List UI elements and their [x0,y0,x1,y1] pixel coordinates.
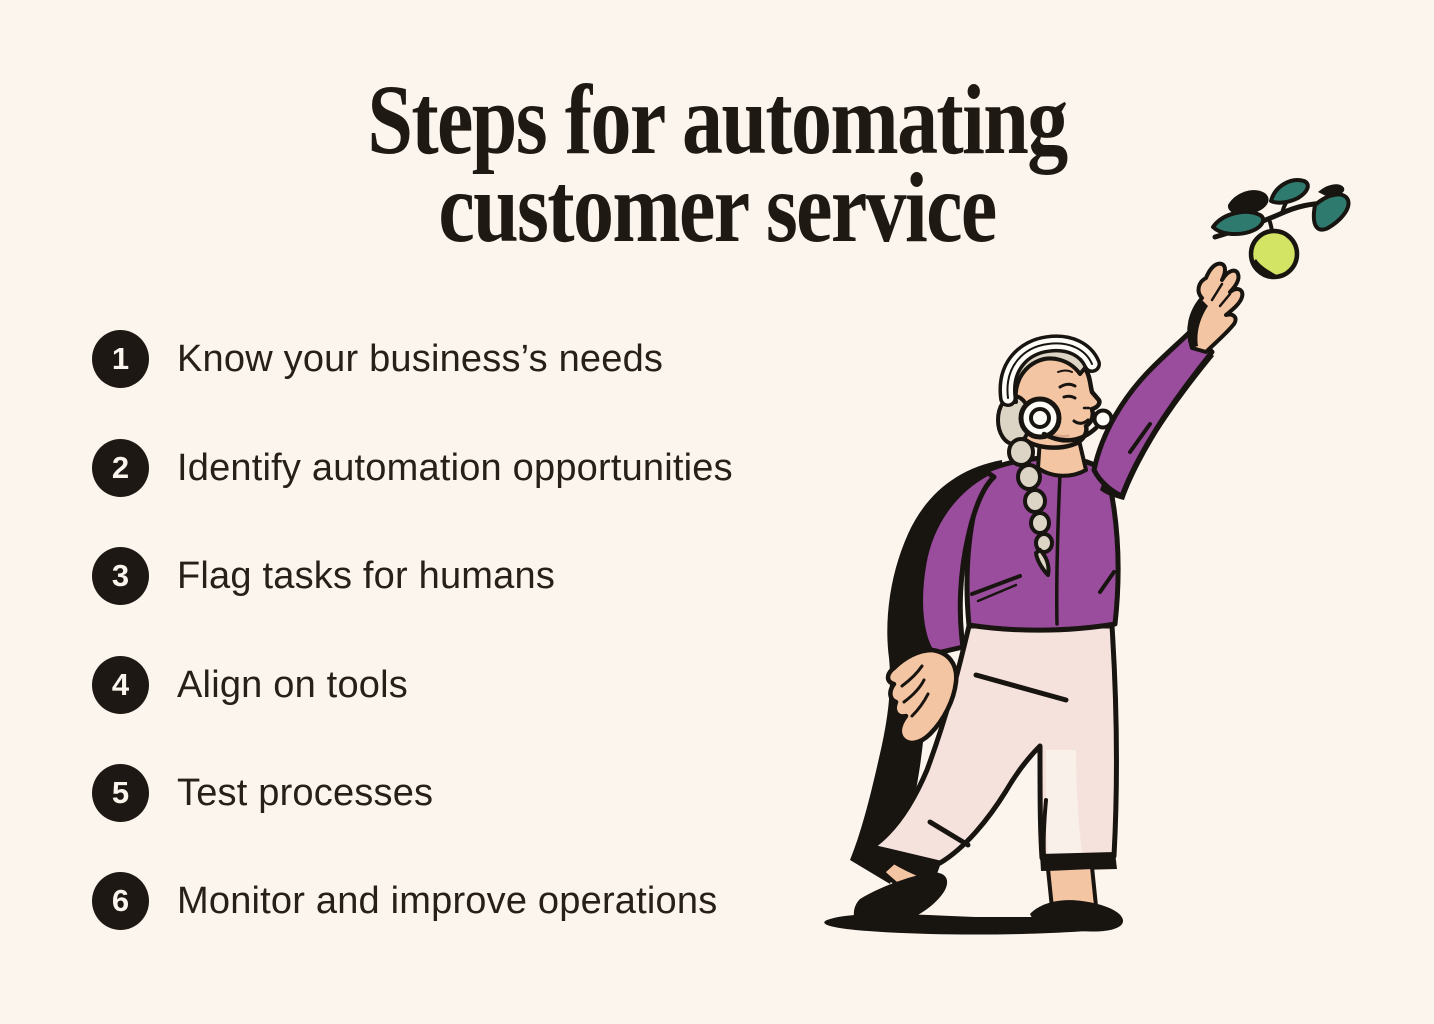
apple [1248,228,1300,280]
pants [869,623,1119,866]
step-label: Monitor and improve operations [177,879,718,922]
step-number-badge: 6 [92,872,149,930]
hanging-arm [918,470,997,657]
braid [1007,437,1054,577]
raised-arm [1091,329,1215,499]
hanging-hand [885,647,959,746]
step-item-2: 2 Identify automation opportunities [92,439,733,497]
step-item-1: 1 Know your business’s needs [92,330,663,388]
step-item-4: 4 Align on tools [92,656,408,714]
front-foot [1030,852,1124,932]
step-number-badge: 4 [92,656,149,714]
step-number-badge: 3 [92,547,149,605]
leaf [1211,209,1266,237]
step-number-badge: 2 [92,439,149,497]
headset-earcup [1018,396,1062,440]
step-number-badge: 1 [92,330,149,388]
leaf [1311,192,1351,232]
steps-list: 1 Know your business’s needs 2 Identify … [92,0,812,1024]
step-label: Flag tasks for humans [177,554,556,597]
mouth [1072,418,1090,425]
leaf [1269,178,1310,205]
raised-hand [1187,261,1245,354]
headset-microphone [1041,408,1114,443]
eyebrow [1058,382,1077,389]
page-title-line1: Steps for automating [367,64,1068,175]
leaf-shadow [1227,190,1269,215]
apple-branch [1211,178,1351,280]
step-label: Know your business’s needs [177,337,664,380]
page-title: Steps for automating customer service [0,64,1434,263]
headset-band [998,334,1101,407]
jacket-details [970,458,1116,626]
step-label: Test processes [177,771,434,814]
step-item-6: 6 Monitor and improve operations [92,872,717,930]
back-foot [851,846,948,929]
step-label: Align on tools [177,663,408,706]
step-item-3: 3 Flag tasks for humans [92,547,555,605]
step-label: Identify automation opportunities [177,446,733,489]
step-item-5: 5 Test processes [92,764,433,822]
apple-shade [1254,259,1281,279]
eye [1062,394,1077,400]
step-number-badge: 5 [92,764,149,822]
page-title-line2: customer service [438,152,997,263]
